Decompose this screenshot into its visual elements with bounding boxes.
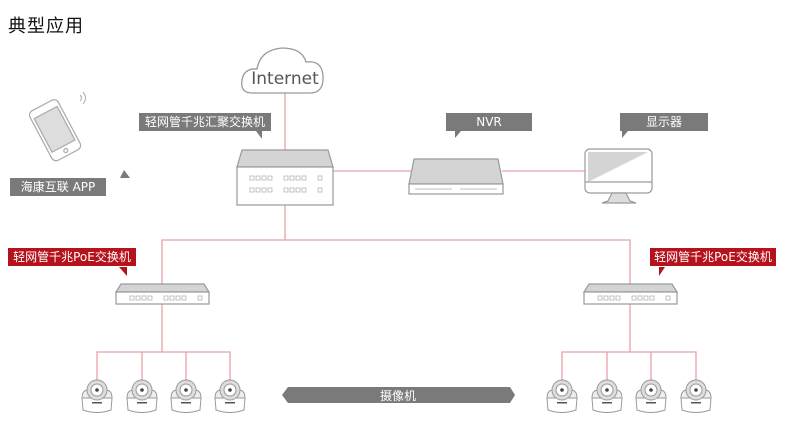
camera-icon <box>170 379 202 413</box>
poe-switch-left-icon <box>114 283 211 305</box>
core-switch-icon <box>236 149 334 206</box>
camera-banner-label: 摄像机 <box>380 388 416 403</box>
camera-icon <box>635 379 667 413</box>
poe-switch-right-icon <box>582 283 679 305</box>
camera-icon <box>546 379 578 413</box>
wifi-signal-icon <box>79 91 86 105</box>
camera-icon <box>81 379 113 413</box>
monitor-icon <box>584 148 653 204</box>
camera-icon <box>214 379 246 413</box>
page-title: 典型应用 <box>8 16 84 37</box>
links <box>96 93 697 382</box>
link-right-bus <box>561 351 697 382</box>
link-left-bus <box>96 351 231 382</box>
camera-icon <box>126 379 158 413</box>
monitor-label: 显示器 <box>620 113 708 131</box>
internet-cloud-icon <box>241 47 324 94</box>
core-switch-label: 轻网管千兆汇聚交换机 <box>139 113 271 131</box>
internet-label: Internet <box>251 69 319 89</box>
nvr-icon <box>408 158 504 195</box>
app-label: 海康互联 APP <box>10 178 106 196</box>
app-callout-pointer <box>120 170 130 178</box>
link-trunk <box>161 239 631 284</box>
camera-icon <box>680 379 712 413</box>
poe-left-label: 轻网管千兆PoE交换机 <box>8 248 136 266</box>
phone-icon <box>28 99 82 162</box>
nvr-callout-pointer <box>455 131 461 138</box>
nvr-label: NVR <box>446 113 532 131</box>
camera-banner <box>282 387 515 403</box>
poe-right-label: 轻网管千兆PoE交换机 <box>650 248 776 266</box>
camera-icon <box>591 379 623 413</box>
poe-left-callout-pointer <box>119 267 127 276</box>
core-callout-pointer <box>256 131 262 139</box>
poe-right-callout-pointer <box>659 267 665 276</box>
monitor-callout-pointer <box>622 131 628 138</box>
